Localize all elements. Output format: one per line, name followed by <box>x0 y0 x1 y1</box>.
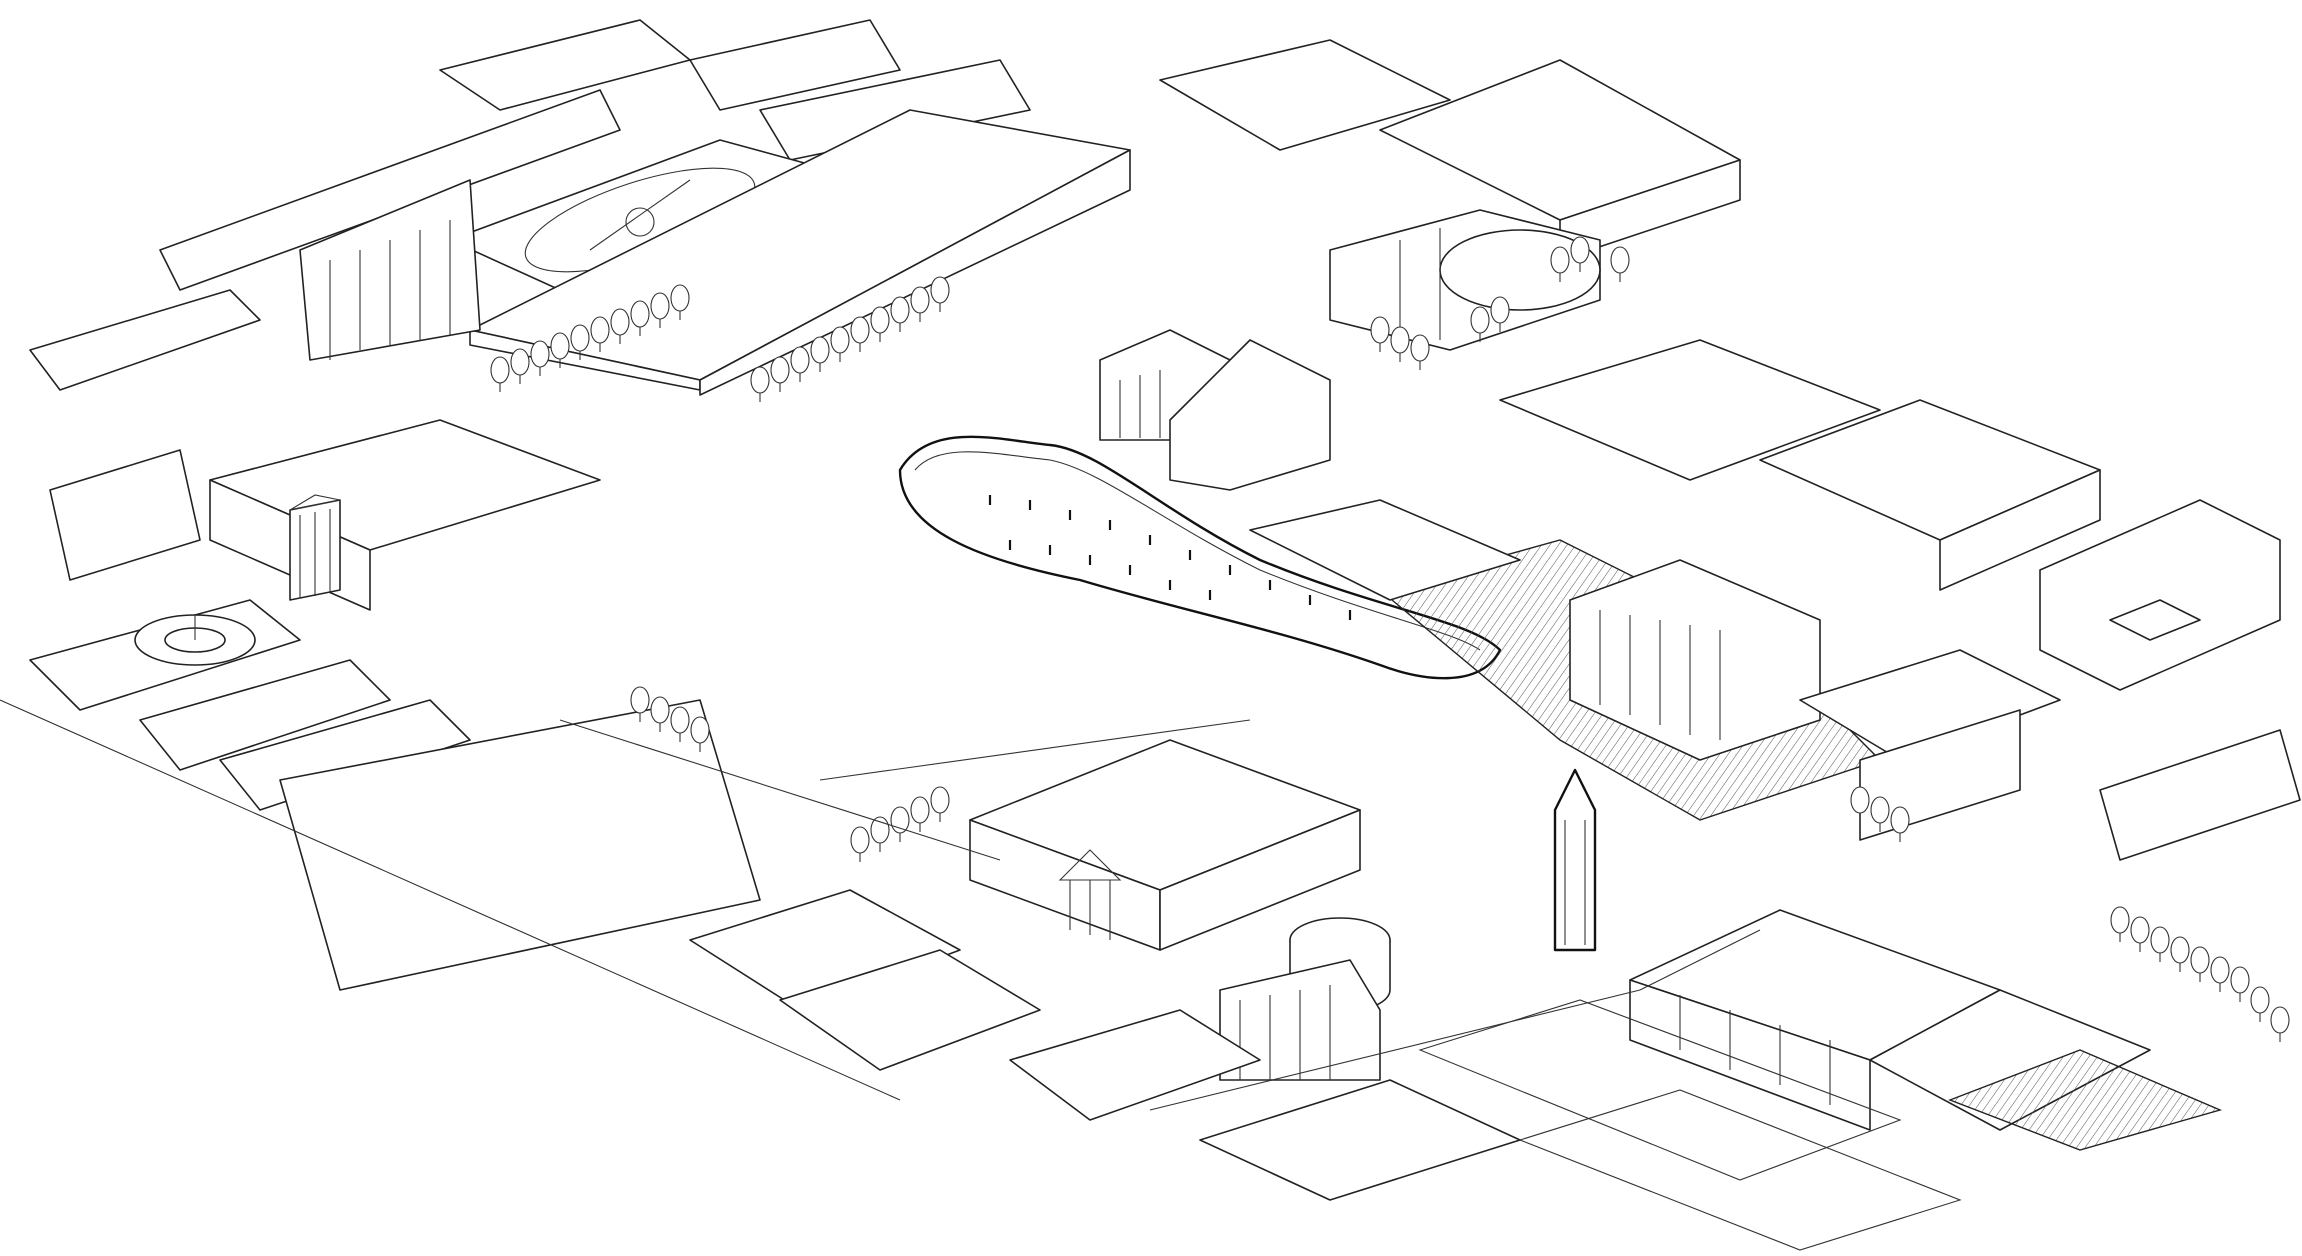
south-street-blocks <box>689 889 1962 1251</box>
street-lines <box>0 699 1761 1111</box>
portico-building-west <box>289 494 341 601</box>
north-street-blocks <box>159 19 1741 291</box>
fountain-plaza <box>134 614 256 666</box>
plaza-columns <box>988 495 1352 620</box>
tower-structure <box>1553 768 1597 952</box>
courtyard-building-east <box>1249 499 1821 761</box>
museum-block <box>969 739 1361 951</box>
east-street-blocks <box>1499 339 2301 861</box>
southeast-gallery-building <box>1629 909 2223 1151</box>
church-building <box>1099 329 1331 491</box>
